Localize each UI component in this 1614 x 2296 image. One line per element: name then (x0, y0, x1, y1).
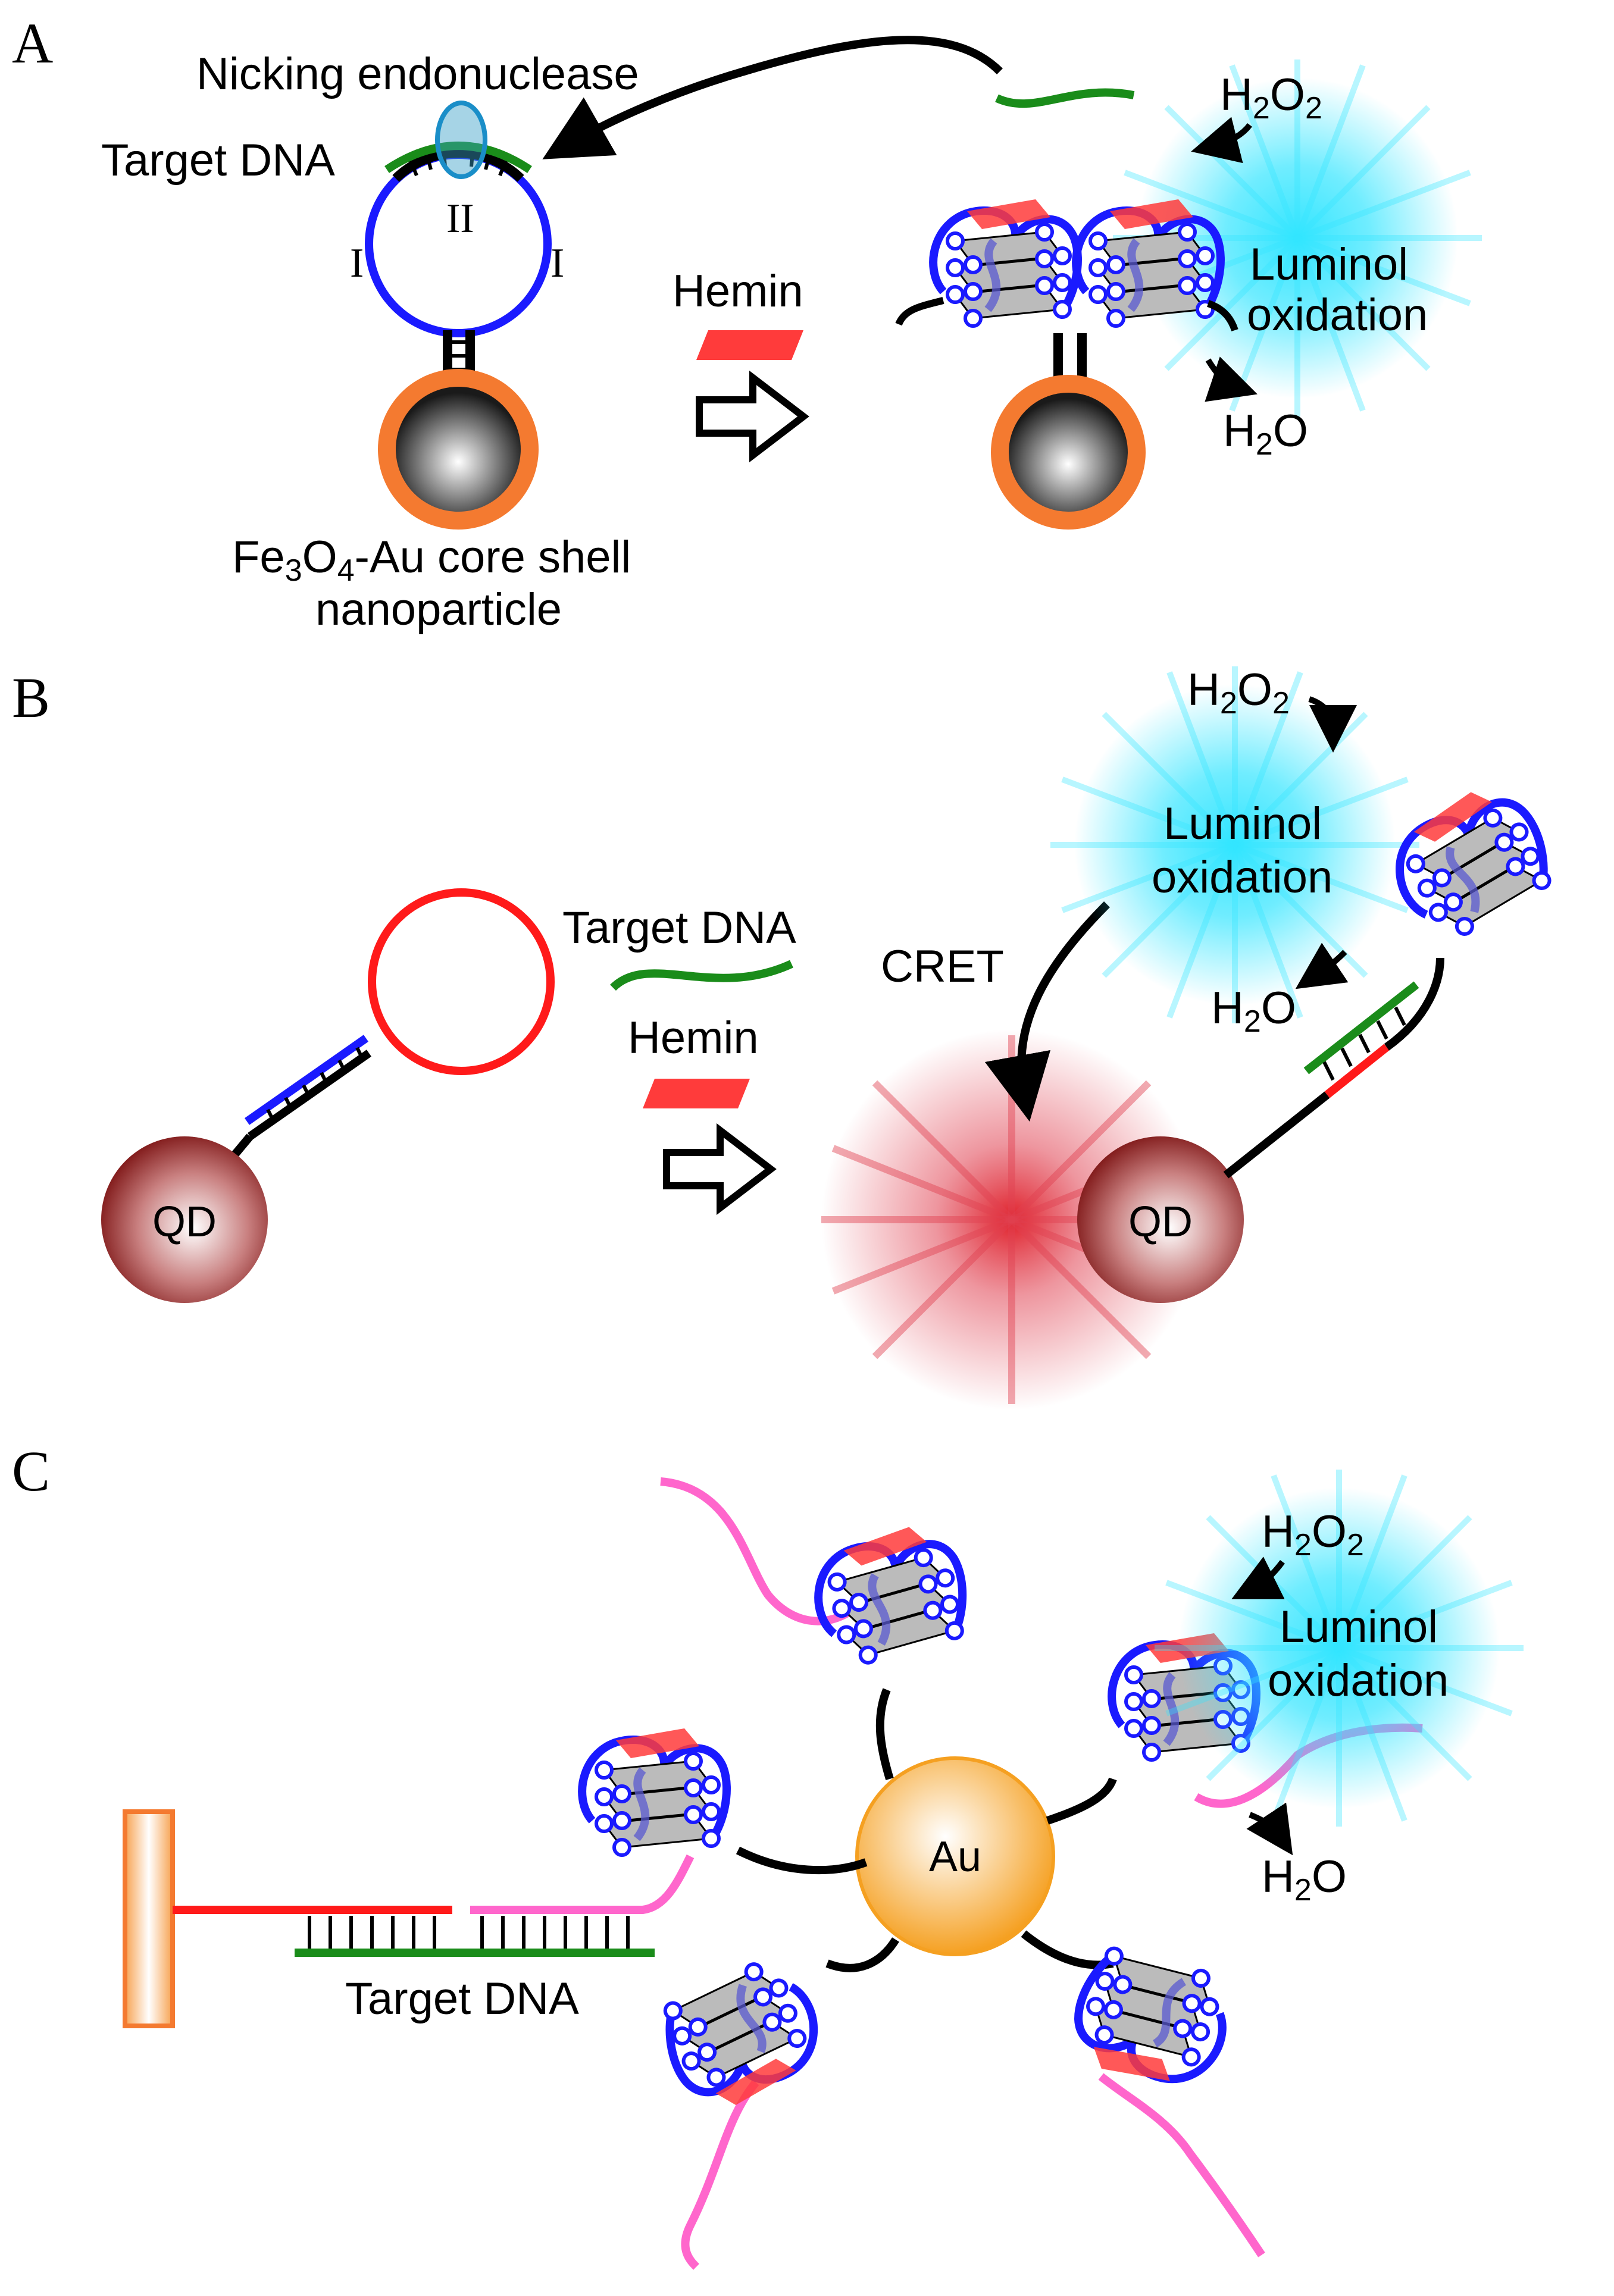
cret-label: CRET (881, 941, 1004, 992)
cret-emission-burst (821, 1029, 1202, 1410)
base-pair-rungs-c (308, 1916, 630, 1949)
h2o-arrow-c (1246, 1802, 1293, 1856)
h2o2-arrow-b (1308, 696, 1357, 753)
target-dna-label-b: Target DNA (562, 903, 796, 953)
au-label: Au (929, 1833, 981, 1881)
nicking-endonuclease-label: Nicking endonuclease (196, 49, 639, 99)
target-dna-label-c: Target DNA (345, 1974, 579, 2024)
h2o-label-b: H2O (1211, 983, 1296, 1039)
quantum-dot-left (101, 1136, 268, 1303)
panel-a: A Nicking endonuclease Target DNA II I I… (12, 11, 1482, 635)
probe-red-segment-b (1324, 1044, 1390, 1098)
target-dna-strand-b (610, 960, 793, 991)
h2o2-arrow-a (1191, 117, 1252, 164)
panel-a-letter: A (12, 11, 53, 75)
panel-b-letter: B (12, 666, 50, 729)
target-green-segment-b (1303, 981, 1419, 1075)
au-linkers (736, 1688, 1117, 1972)
recycle-arrow-a (542, 36, 1003, 159)
h2o-arrow-b (1295, 942, 1349, 989)
base-pair-rungs-b-product (1322, 1006, 1406, 1081)
h2o-label-a: H2O (1223, 406, 1308, 462)
g-quadruplex-icon-a1 (933, 199, 1078, 326)
luminol-label-a1: Luminol (1250, 239, 1408, 290)
base-pair-rungs-a (409, 152, 508, 177)
luminol-label-c1: Luminol (1280, 1602, 1438, 1652)
g-quadruplex-icon-c4 (653, 1951, 832, 2119)
electrode-surface (123, 1809, 175, 2028)
g-quadruplex-icon-a2 (1076, 199, 1221, 326)
hairpin-loop-a (365, 151, 552, 337)
hemin-label-b: Hemin (628, 1013, 759, 1063)
g-quadruplex-icon-c1 (582, 1728, 727, 1855)
luminol-label-c2: oxidation (1268, 1655, 1449, 1706)
quantum-dot-right (1077, 1136, 1244, 1303)
luminol-label-b2: oxidation (1152, 852, 1333, 903)
fe3o4-core-a (396, 387, 521, 512)
g-quadruplex-icon-b (1378, 774, 1563, 950)
h2o-arrow-a (1205, 356, 1258, 402)
panel-c: C Target DNA Au (12, 1439, 1524, 2270)
particle-label-line1: Fe3O4-Au core shell (232, 532, 631, 588)
h2o2-arrow-c (1231, 1556, 1285, 1599)
particle-label-line2: nanoparticle (315, 584, 562, 635)
target-dna-label-a: Target DNA (101, 135, 335, 186)
panel-b: B QD Target DNA Hemin CRET QD (12, 665, 1563, 1410)
luminol-label-a2: oxidation (1247, 290, 1428, 340)
reaction-arrow-a (699, 378, 803, 455)
panel-c-letter: C (12, 1439, 50, 1503)
reaction-arrow-b (667, 1130, 771, 1208)
hemin-label-a: Hemin (672, 266, 803, 317)
hemin-icon-a (696, 330, 803, 360)
region-i-right-label: I (550, 240, 564, 286)
nicking-endonuclease-enzyme (435, 101, 487, 179)
base-pair-rungs-b (266, 1047, 365, 1123)
qd-label-left: QD (152, 1198, 217, 1246)
gold-nanoparticle (855, 1756, 1055, 1956)
hairpin-loop-b (368, 888, 555, 1075)
released-target-strand-a (995, 88, 1135, 108)
signal-probe-strand (470, 1854, 695, 1914)
probe-stem-blue-b (244, 1035, 369, 1125)
target-dna-strand-a (384, 142, 532, 173)
hairpin-recognition-site (392, 148, 524, 182)
qd-label-right: QD (1128, 1198, 1193, 1246)
cret-arrow (984, 901, 1110, 1122)
region-i-left-label: I (350, 240, 364, 286)
fe3o4-core-a-product (1009, 393, 1128, 512)
h2o-label-c: H2O (1262, 1852, 1347, 1907)
g-quadruplex-icon-c2 (808, 1520, 972, 1669)
hemin-icon-b (643, 1079, 750, 1108)
region-ii-label: II (446, 196, 474, 242)
h2o2-label-b: H2O2 (1187, 665, 1290, 721)
luminol-label-b1: Luminol (1163, 798, 1322, 849)
